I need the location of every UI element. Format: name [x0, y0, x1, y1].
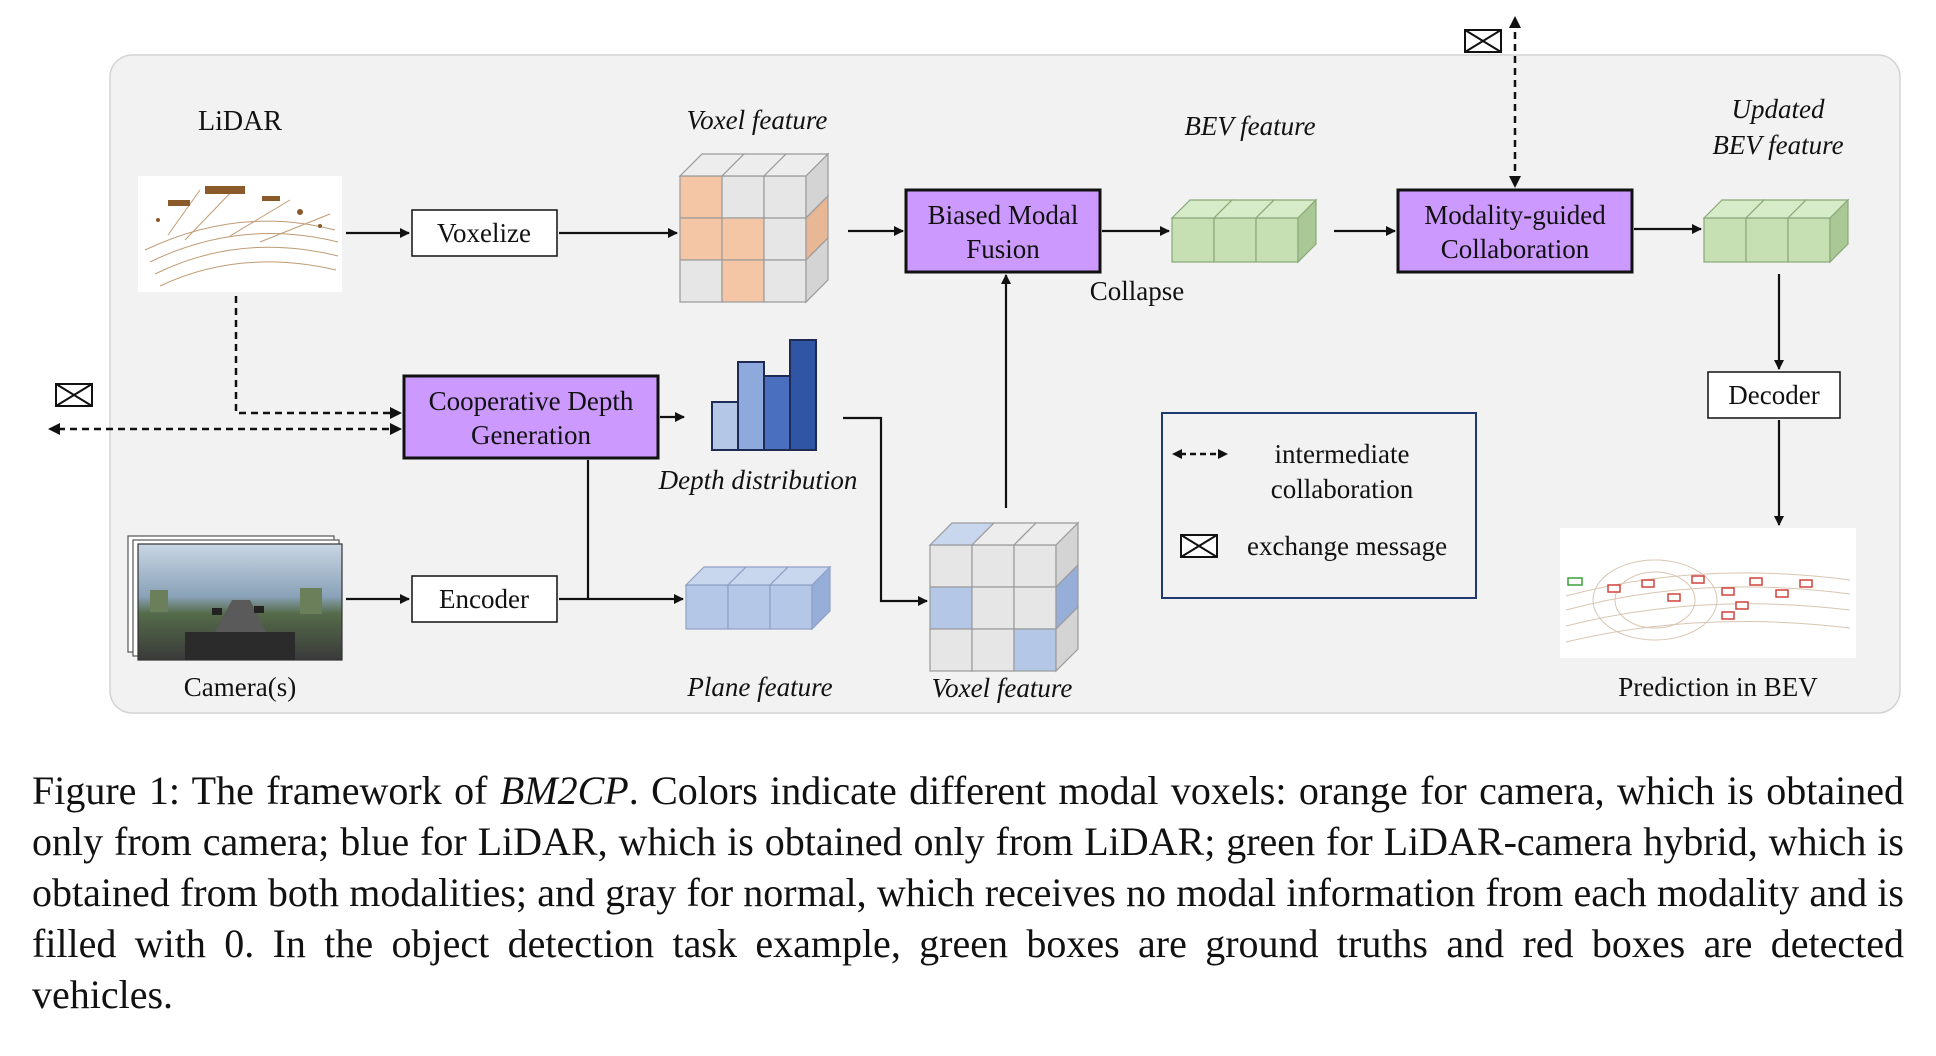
voxel-feature-bottom-label: Voxel feature: [932, 673, 1073, 703]
depth-distribution-histogram: [711, 339, 817, 451]
coop-depth-label-2: Generation: [471, 420, 591, 450]
prediction-label: Prediction in BEV: [1618, 672, 1818, 702]
encoder-box: [411, 575, 558, 623]
biased-modal-fusion-label-2: Fusion: [966, 234, 1040, 264]
bev-slab: [1170, 198, 1318, 264]
legend-intermediate-1: intermediate: [1275, 439, 1410, 469]
voxel-cube-top: [678, 152, 830, 304]
updated-bev-slab: [1702, 198, 1850, 264]
updated-bev-label-2: BEV feature: [1712, 130, 1843, 160]
lidar-to-depth-dashed: [234, 296, 392, 415]
caption-model-name: BM2CP: [499, 768, 629, 813]
caption-prefix: Figure 1: The framework of: [32, 768, 500, 813]
voxel-feature-top-label: Voxel feature: [687, 105, 828, 135]
camera-images: [127, 535, 343, 661]
dashed-double-arrow-icon: [1172, 449, 1228, 459]
voxelize-label: Voxelize: [437, 218, 531, 248]
decoder-label: Decoder: [1728, 380, 1819, 410]
plane-feature-label: Plane feature: [686, 672, 832, 702]
envelope-icon: [1464, 29, 1502, 53]
modality-collaboration-label-1: Modality-guided: [1424, 200, 1606, 230]
figure-caption: Figure 1: The framework of BM2CP. Colors…: [32, 765, 1904, 1020]
voxel-cube-bottom: [928, 521, 1080, 673]
caption-body: . Colors indicate different modal voxels…: [32, 768, 1904, 1017]
legend: intermediate collaboration exchange mess…: [1161, 412, 1477, 599]
prediction-bev-image: [1560, 528, 1856, 658]
depth-distribution-label: Depth distribution: [658, 465, 858, 495]
flow-arrows: [346, 224, 1784, 606]
modality-collaboration-label-2: Collaboration: [1441, 234, 1590, 264]
cooperative-depth-generation-module: [402, 374, 660, 460]
encoder-label: Encoder: [439, 584, 529, 614]
coop-depth-label-1: Cooperative Depth: [429, 386, 634, 416]
envelope-icon-left: [55, 383, 93, 407]
updated-bev-label-1: Updated: [1732, 94, 1825, 124]
envelope-icon-legend: [1180, 534, 1218, 558]
decoder-box: [1707, 371, 1841, 419]
cameras-label: Camera(s): [184, 672, 296, 702]
bev-feature-label: BEV feature: [1184, 111, 1315, 141]
lidar-label: LiDAR: [198, 106, 282, 137]
collapse-label: Collapse: [1090, 276, 1185, 306]
biased-modal-fusion-label-1: Biased Modal: [928, 200, 1079, 230]
voxelize-box: [411, 209, 558, 257]
plane-feature-slab: [684, 565, 832, 631]
legend-exchange: exchange message: [1247, 531, 1447, 561]
biased-modal-fusion-module: [904, 188, 1102, 274]
modality-guided-collaboration-module: [1396, 188, 1634, 274]
legend-intermediate-2: collaboration: [1271, 474, 1414, 504]
framework-diagram: LiDAR Voxelize Voxel feature: [48, 16, 1901, 714]
lidar-point-cloud-image: [138, 176, 342, 292]
